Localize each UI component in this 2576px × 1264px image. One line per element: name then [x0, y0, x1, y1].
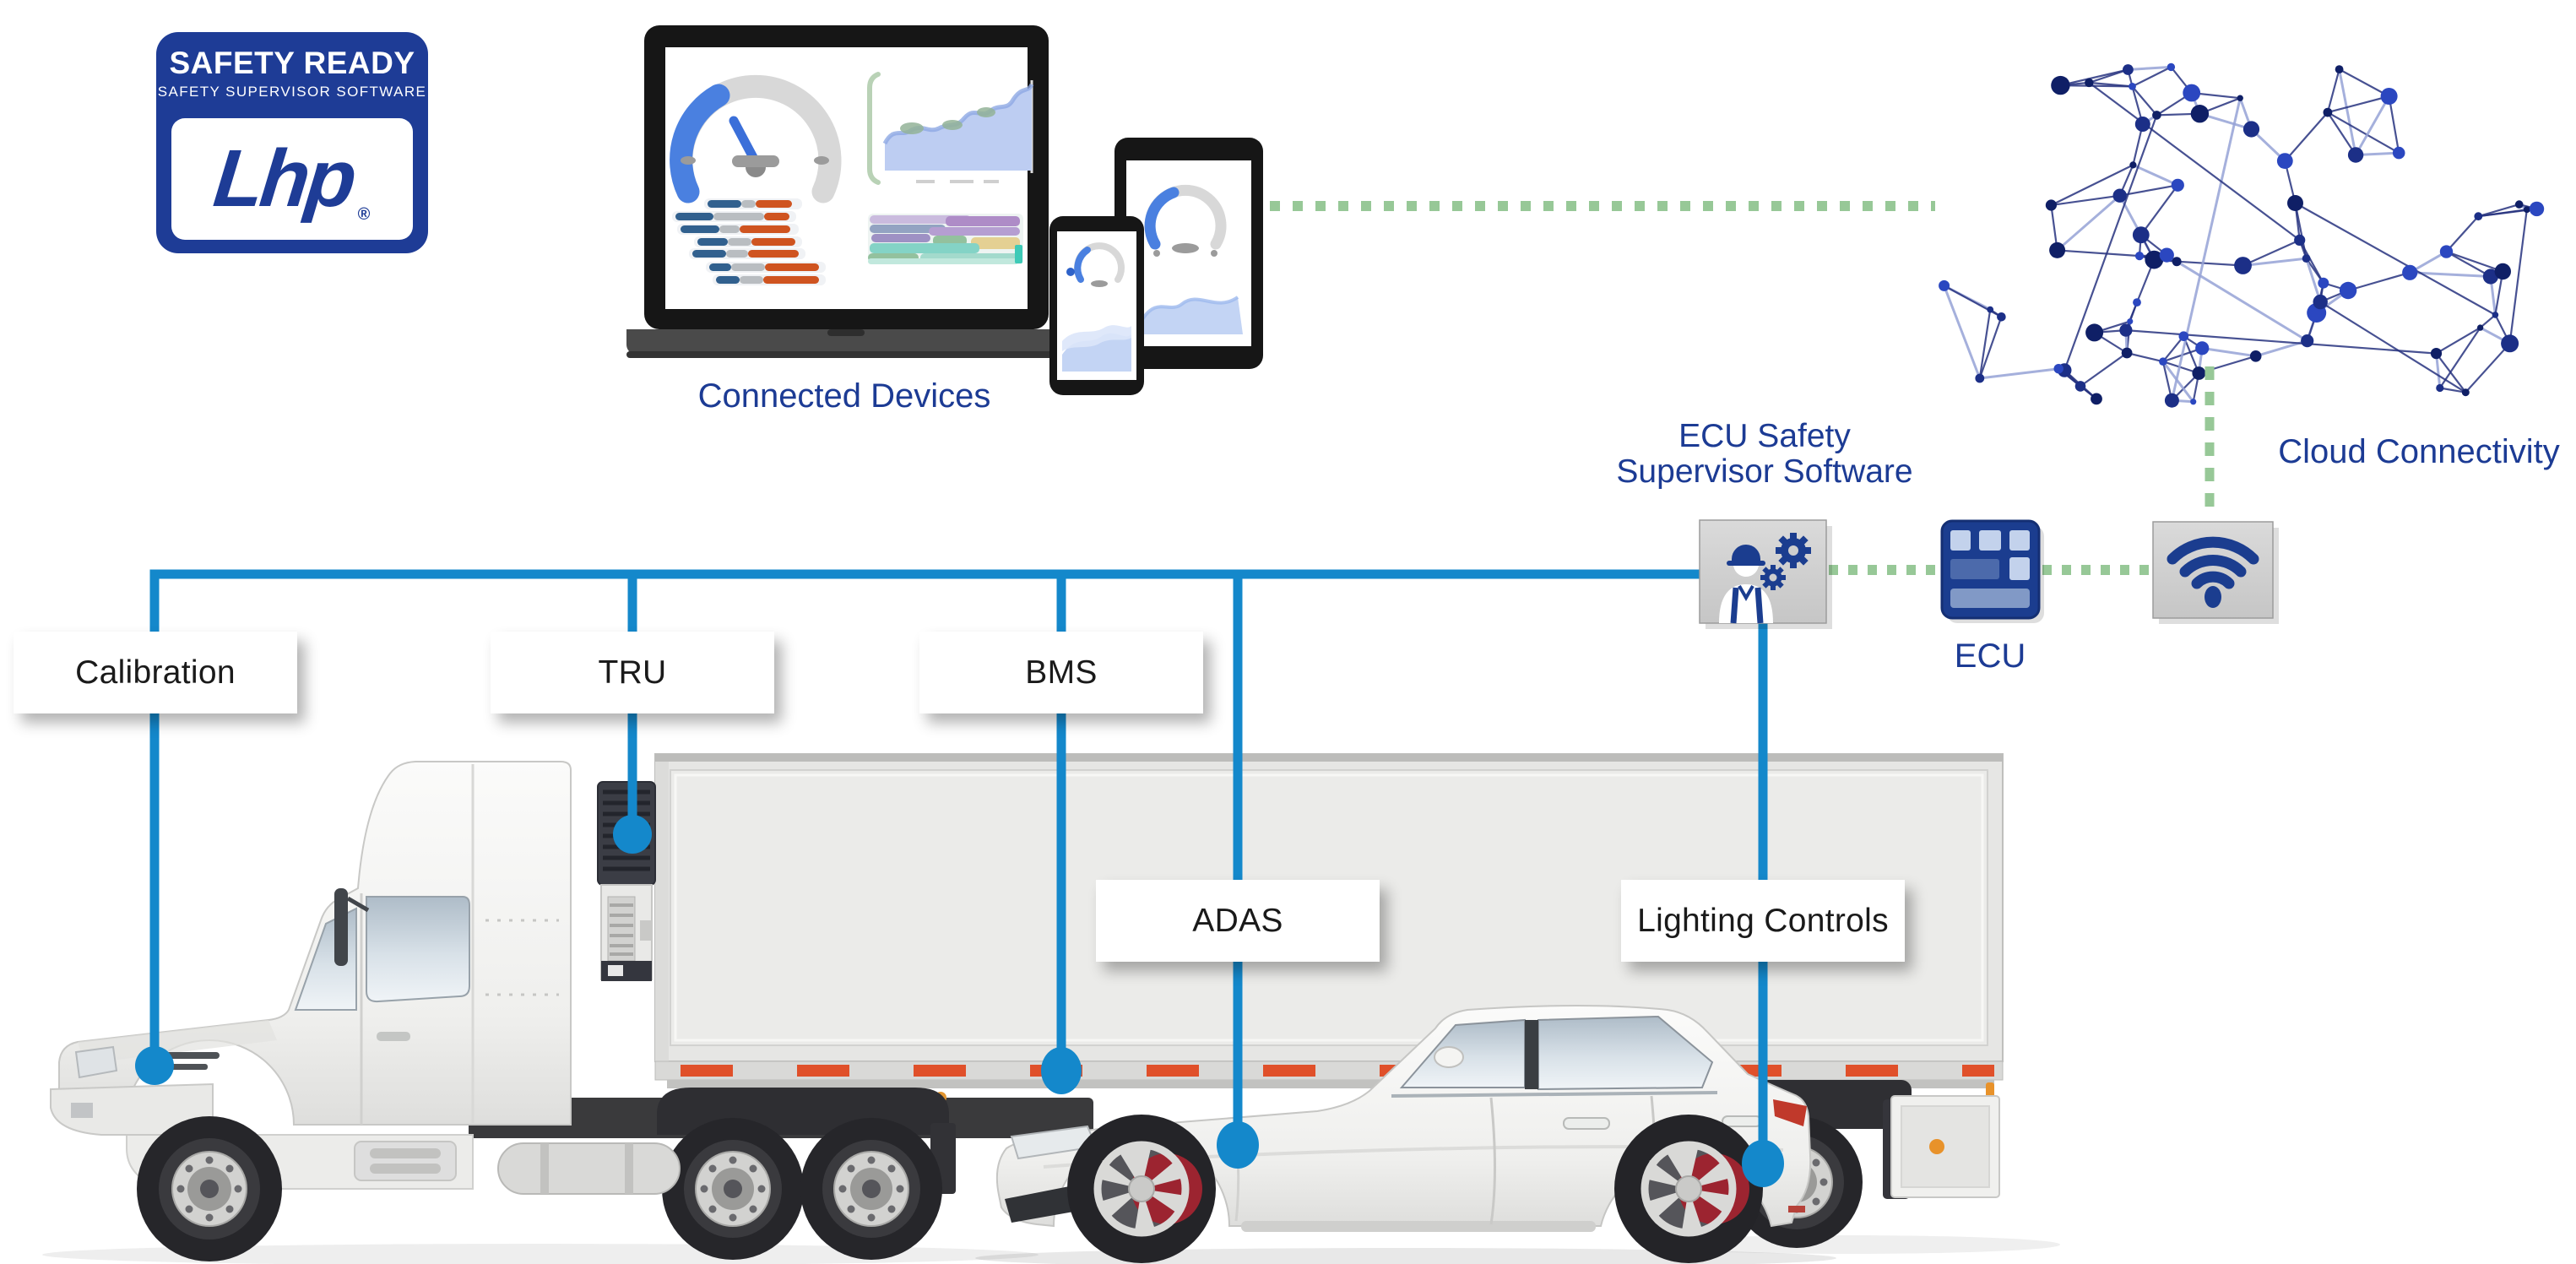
car-rear-wheel [1614, 1115, 1763, 1263]
calibration-endpoint [135, 1046, 174, 1085]
laptop-illustration [626, 25, 1060, 358]
area-chart [867, 72, 1034, 185]
ecu-chip-box [1940, 519, 2044, 623]
lhp-logo: Lhp [209, 133, 358, 224]
laptop-base [626, 329, 1060, 358]
tag-adas-label: ADAS [1192, 902, 1283, 939]
tablet-illustration [1114, 138, 1263, 369]
connected-devices-label: Connected Devices [697, 377, 991, 415]
truck-front-wheel [137, 1116, 282, 1261]
tru-endpoint [613, 815, 652, 854]
engineer-gears-icon [1719, 533, 1811, 624]
tag-bms: BMS [919, 632, 1203, 713]
stream-chart [868, 214, 1023, 264]
gauge-chart [670, 74, 842, 203]
trailer-rail [654, 1061, 2004, 1081]
tag-lighting-controls: Lighting Controls [1621, 880, 1905, 962]
cloud-connectivity-label: Cloud Connectivity [2278, 433, 2560, 470]
wifi-icon [2167, 536, 2259, 608]
truck-mirror [334, 888, 348, 966]
badge-title: SAFETY READY [169, 46, 415, 80]
car-front-wheel [1067, 1115, 1216, 1263]
green-connectors [1270, 201, 2215, 575]
smartphone-illustration [1049, 216, 1144, 395]
wifi-gateway-box [2152, 521, 2279, 624]
cloud-network-illustration [1939, 62, 2545, 408]
car-taillight [1773, 1099, 1807, 1126]
car-illustration [995, 1005, 1812, 1263]
truck-side-window [366, 896, 470, 1003]
tag-calibration: Calibration [14, 632, 297, 713]
truck-headlight [74, 1045, 118, 1079]
badge-subtitle: SAFETY SUPERVISOR SOFTWARE [157, 84, 427, 100]
tag-bms-label: BMS [1025, 654, 1098, 691]
connector-endpoints [135, 815, 1784, 1187]
fuel-tank [497, 1142, 681, 1195]
trailer-storage-box [1890, 1095, 2000, 1198]
lhp-logo-panel: Lhp ® [171, 118, 413, 240]
supervisor-icon-box [1699, 519, 1832, 629]
safety-ready-badge: SAFETY READY SAFETY SUPERVISOR SOFTWARE … [156, 32, 428, 253]
ecu-label: ECU [1954, 637, 2026, 675]
bar-chart [672, 198, 826, 285]
ecu-safety-line2: Supervisor Software [1616, 453, 1913, 491]
car-b-pillar [1525, 1020, 1538, 1089]
tag-calibration-label: Calibration [75, 654, 236, 691]
main-bus-line [149, 569, 1700, 1066]
ecu-chip-icon [1940, 519, 2041, 620]
bms-endpoint [1041, 1047, 1082, 1094]
tag-tru-label: TRU [598, 654, 667, 691]
adas-endpoint [1217, 1121, 1259, 1169]
car-door-handle [1563, 1117, 1610, 1130]
tag-lighting-controls-label: Lighting Controls [1637, 902, 1889, 939]
truck-illustration [50, 761, 1093, 1261]
tag-adas: ADAS [1096, 880, 1380, 962]
truck-bumper [50, 1082, 214, 1136]
car-mirror [1434, 1046, 1464, 1068]
lighting-endpoint [1742, 1140, 1784, 1187]
gear-icon [1760, 533, 1811, 590]
tag-tru: TRU [491, 632, 774, 713]
refrigeration-unit [597, 781, 656, 981]
truck-rear-wheels [662, 1118, 942, 1260]
car-door-handle [1722, 1115, 1762, 1127]
ground-shadows [42, 1235, 2060, 1264]
ecu-safety-supervisor-label: ECU Safety Supervisor Software [1596, 418, 1933, 491]
ecu-safety-line1: ECU Safety [1678, 418, 1851, 454]
registered-mark: ® [357, 205, 371, 224]
